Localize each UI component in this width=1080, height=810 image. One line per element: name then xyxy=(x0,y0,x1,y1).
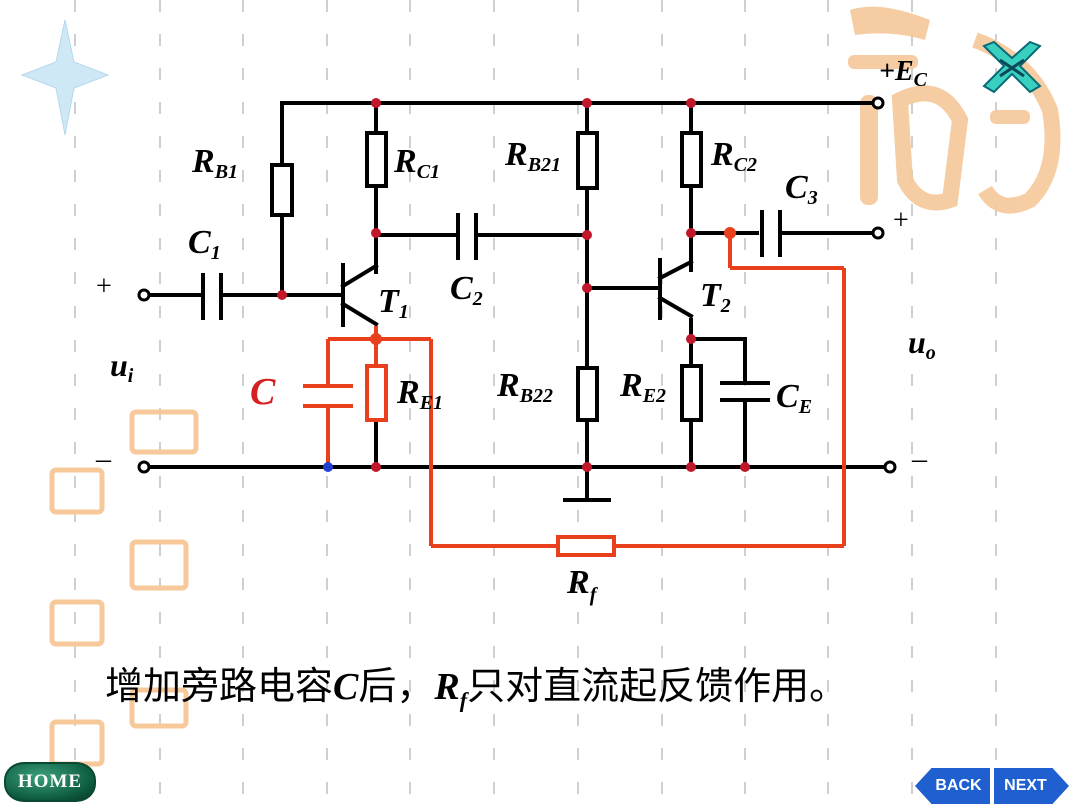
svg-text:T1: T1 xyxy=(378,283,409,323)
junction-node-blue xyxy=(323,462,333,472)
svg-text:Rf: Rf xyxy=(566,564,599,606)
svg-text:RB22: RB22 xyxy=(496,367,553,407)
svg-text:RB1: RB1 xyxy=(191,143,238,183)
svg-text:RC1: RC1 xyxy=(393,143,440,183)
resistor-rb21 xyxy=(576,131,599,190)
svg-text:C2: C2 xyxy=(450,270,483,310)
watermark-seal-small xyxy=(49,409,199,767)
svg-text:+: + xyxy=(893,205,909,236)
svg-text:ui: ui xyxy=(110,347,134,387)
svg-text:+: + xyxy=(96,271,112,302)
svg-text:CE: CE xyxy=(776,378,812,418)
resistor-rf xyxy=(556,535,616,557)
svg-text:RE2: RE2 xyxy=(619,367,666,407)
junction-nodes xyxy=(277,98,750,472)
svg-text:C: C xyxy=(250,371,276,413)
close-icon[interactable] xyxy=(982,40,1042,94)
svg-text:RE1: RE1 xyxy=(396,374,443,414)
resistor-rb22 xyxy=(576,366,599,422)
svg-text:T2: T2 xyxy=(700,277,731,317)
sparkle-icon xyxy=(20,19,110,136)
svg-text:+EC: +EC xyxy=(879,56,928,91)
resistors xyxy=(270,131,703,422)
resistor-rb1 xyxy=(270,163,294,217)
svg-text:–: – xyxy=(911,442,928,475)
watermark-seal-large xyxy=(848,6,1061,214)
caption-text: 增加旁路电容C后，Rf只对直流起反馈作用。 xyxy=(105,664,848,713)
feedback-wires xyxy=(303,233,846,548)
next-button[interactable]: NEXT xyxy=(994,768,1069,804)
resistor-re2 xyxy=(680,364,703,422)
home-button[interactable]: HOME xyxy=(4,762,96,802)
svg-text:C1: C1 xyxy=(188,224,221,264)
svg-text:RB21: RB21 xyxy=(504,136,561,176)
resistor-rc2 xyxy=(680,131,703,188)
svg-text:C3: C3 xyxy=(785,169,818,209)
back-button[interactable]: BACK xyxy=(915,768,990,804)
terminals xyxy=(137,96,897,474)
resistor-rc1 xyxy=(365,131,388,188)
svg-text:uo: uo xyxy=(908,324,936,364)
resistor-re1 xyxy=(365,364,388,422)
svg-text:–: – xyxy=(95,442,112,475)
component-labels: +EC RB1 RC1 RB21 RC2 C3 C1 C2 T1 T2 ui u… xyxy=(95,56,936,606)
svg-text:RC2: RC2 xyxy=(710,136,757,176)
